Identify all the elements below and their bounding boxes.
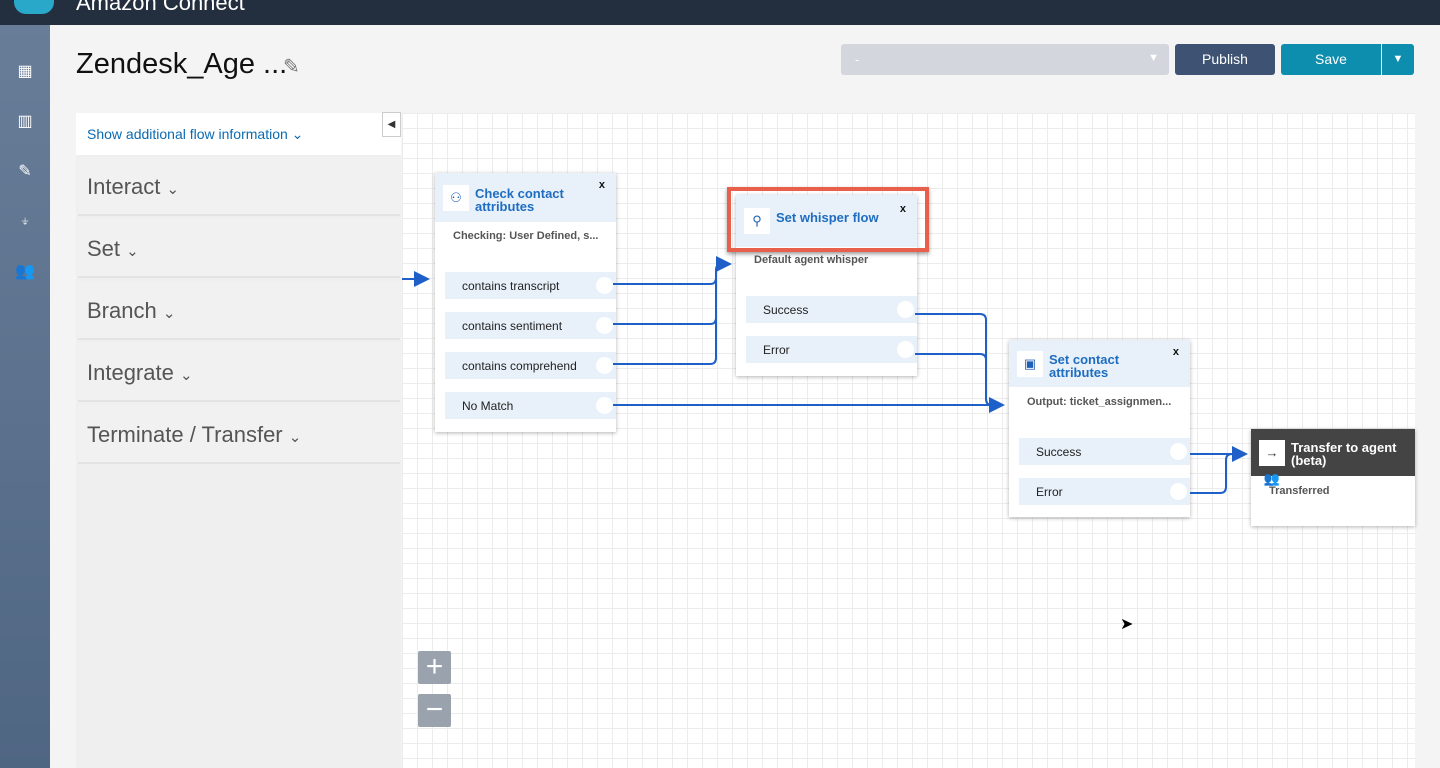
users-icon[interactable]: 👥 <box>15 263 35 280</box>
node-description: Transferred <box>1269 485 1330 497</box>
branch-contains-transcript: contains transcript <box>445 272 616 299</box>
branch-error: Error <box>1019 478 1190 505</box>
highlight-box <box>727 187 929 252</box>
chevron-down-icon: ⌄ <box>166 181 180 198</box>
block-palette: Show additional flow information ⌄ Inter… <box>76 113 401 768</box>
category-integrate[interactable]: Integrate ⌄ <box>78 343 400 402</box>
branch-contains-comprehend: contains comprehend <box>445 352 616 379</box>
chevron-down-icon: ▼ <box>1148 52 1159 64</box>
category-set[interactable]: Set ⌄ <box>78 219 400 278</box>
collapse-palette-button[interactable]: ◀ <box>382 112 401 137</box>
node-header: ⚲ Set whisper flow x <box>736 195 917 247</box>
category-terminate-transfer[interactable]: Terminate / Transfer ⌄ <box>78 405 400 464</box>
zoom-in-button[interactable]: + <box>418 651 451 684</box>
amazon-connect-logo <box>14 0 54 14</box>
check-attributes-icon: ⚇ <box>443 185 469 211</box>
transfer-agent-icon: →👥 <box>1259 440 1285 486</box>
chevron-down-icon: ⌄ <box>162 305 176 322</box>
chevron-down-icon: ⌄ <box>291 126 304 142</box>
branch-contains-sentiment: contains sentiment <box>445 312 616 339</box>
routing-icon[interactable]: ✎ <box>18 163 32 180</box>
page-title: Zendesk_Age ... <box>76 48 288 80</box>
side-nav: ▦ ▥ ✎ ⍖ 👥 <box>0 25 50 768</box>
dashboard-icon[interactable]: ▦ <box>17 63 33 80</box>
show-info-label: Show additional flow information <box>87 126 288 142</box>
close-icon[interactable]: x <box>1172 346 1179 358</box>
set-attributes-icon: ▣ <box>1017 351 1043 377</box>
branch-success: Success <box>1019 438 1190 465</box>
zoom-out-button[interactable]: − <box>418 694 451 727</box>
channels-icon[interactable]: ⍖ <box>20 213 30 230</box>
version-value: - <box>855 52 860 67</box>
edit-pencil-icon[interactable]: ✎ <box>283 56 300 78</box>
save-button[interactable]: Save <box>1281 44 1381 75</box>
save-dropdown-button[interactable]: ▼ <box>1382 44 1414 75</box>
top-bar: Amazon Connect <box>0 0 1440 25</box>
branch-success: Success <box>746 296 917 323</box>
publish-button[interactable]: Publish <box>1175 44 1275 75</box>
metrics-icon[interactable]: ▥ <box>17 113 33 130</box>
node-description: Default agent whisper <box>754 254 869 266</box>
mouse-cursor-icon: ➤ <box>1120 616 1134 633</box>
app-title: Amazon Connect <box>76 0 245 15</box>
output-port[interactable] <box>897 341 914 358</box>
node-title: Transfer to agent(beta) <box>1291 440 1397 468</box>
branch-error: Error <box>746 336 917 363</box>
version-select[interactable]: -▼ <box>841 44 1169 75</box>
output-port[interactable] <box>596 357 613 374</box>
node-title: Set whisper flow <box>776 210 879 225</box>
chevron-down-icon: ⌄ <box>126 243 139 260</box>
output-port[interactable] <box>596 277 613 294</box>
output-port[interactable] <box>897 301 914 318</box>
node-description: Output: ticket_assignmen... <box>1027 396 1172 408</box>
show-flow-info-toggle[interactable]: Show additional flow information ⌄ <box>76 113 401 155</box>
branch-no-match: No Match <box>445 392 616 419</box>
node-set-whisper-flow[interactable]: ⚲ Set whisper flow x Default agent whisp… <box>736 195 917 376</box>
chevron-down-icon: ⌄ <box>288 429 302 446</box>
close-icon[interactable]: x <box>598 179 605 191</box>
chevron-down-icon: ⌄ <box>179 367 193 384</box>
output-port[interactable] <box>1170 483 1187 500</box>
close-icon[interactable]: x <box>899 203 906 215</box>
node-transfer-to-agent[interactable]: →👥 Transfer to agent(beta) Transferred <box>1251 429 1415 526</box>
output-port[interactable] <box>1170 443 1187 460</box>
output-port[interactable] <box>596 317 613 334</box>
output-port[interactable] <box>596 397 613 414</box>
whisper-icon: ⚲ <box>744 208 770 234</box>
category-interact[interactable]: Interact ⌄ <box>78 157 400 216</box>
node-description: Checking: User Defined, s... <box>453 230 599 242</box>
node-header: →👥 Transfer to agent(beta) <box>1251 429 1415 486</box>
category-branch[interactable]: Branch ⌄ <box>78 281 400 340</box>
